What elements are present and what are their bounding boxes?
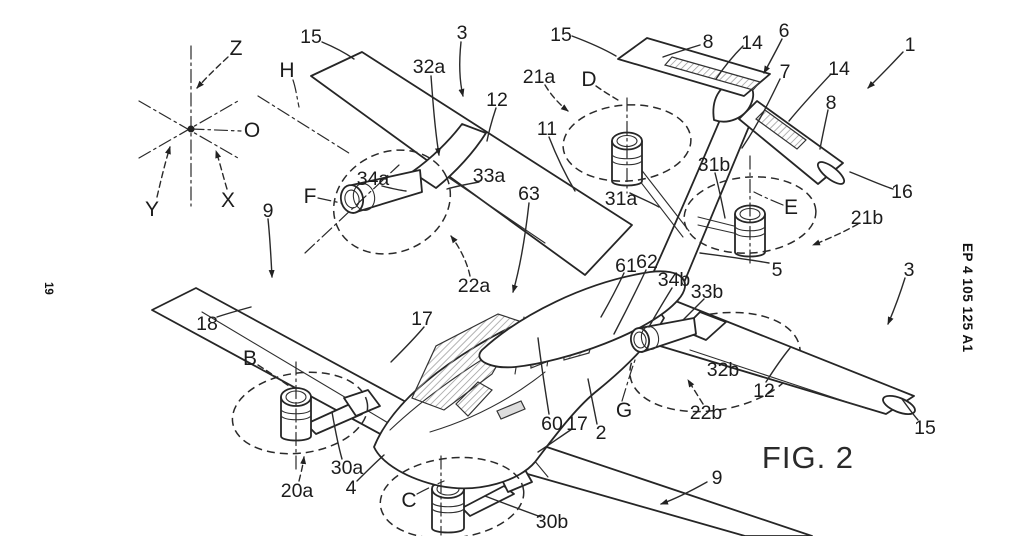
label-16: 16: [891, 181, 913, 203]
label-9-left: 9: [263, 200, 274, 222]
label-4: 4: [346, 477, 357, 499]
label-33b: 33b: [691, 281, 724, 303]
publication-number: EP 4 105 125 A1: [960, 243, 975, 353]
label-d: D: [581, 68, 596, 91]
axis-label-o: O: [244, 119, 260, 142]
label-15-left-wing-tip: 15: [300, 26, 322, 48]
label-2: 2: [596, 422, 607, 444]
label-c: C: [401, 489, 416, 512]
label-12-right: 12: [753, 380, 775, 402]
o-axis-line: [190, 128, 242, 132]
axis-rotor-f: [304, 164, 400, 254]
pylon-33a: [411, 123, 487, 189]
label-21b: 21b: [851, 207, 884, 229]
strut-31b: [697, 216, 739, 235]
elevator-right: [755, 109, 807, 150]
label-31b: 31b: [698, 154, 731, 176]
right-wing-aileron-line: [689, 349, 869, 410]
reference-labels: Z O Y X 15 H 32a 3 12 21a D 15 8 14 6 7 …: [145, 20, 936, 533]
label-18: 18: [196, 313, 218, 335]
label-22b: 22b: [690, 402, 723, 424]
label-3-right-wing: 3: [904, 259, 915, 281]
label-8-right: 8: [826, 92, 837, 114]
nacelle-g: [629, 311, 727, 353]
label-7: 7: [780, 61, 791, 83]
label-34b: 34b: [658, 269, 691, 291]
label-15-tailplane-left: 15: [550, 24, 572, 46]
label-21a: 21a: [523, 66, 556, 88]
label-17-left: 17: [411, 308, 433, 330]
label-63: 63: [518, 183, 540, 205]
label-12-left: 12: [486, 89, 508, 111]
label-g: G: [616, 399, 632, 422]
label-h: H: [279, 59, 294, 82]
label-5: 5: [772, 259, 783, 281]
label-14-left: 14: [741, 32, 763, 54]
label-60: 60: [541, 413, 563, 435]
label-30b: 30b: [536, 511, 569, 533]
rotor-discs: [231, 104, 817, 536]
h-reference-line: [257, 95, 353, 156]
label-17-right: 17: [566, 413, 588, 435]
rotor-disc-g: [629, 311, 801, 413]
tailplane-tip-right: [816, 161, 846, 185]
origin-point: [187, 125, 195, 133]
label-14-right: 14: [828, 58, 850, 80]
elevator-left: [663, 56, 762, 91]
label-9-right: 9: [712, 467, 723, 489]
step-panel: [496, 400, 526, 420]
label-62: 62: [636, 251, 658, 273]
coordinate-axes: [138, 45, 242, 207]
label-15-right-wing-tip: 15: [914, 417, 936, 439]
label-e: E: [784, 196, 798, 219]
axis-label-x: X: [221, 189, 235, 212]
horizontal-stabilizer: [617, 37, 846, 185]
reference-lines: [257, 95, 751, 536]
nacelle-f: [339, 123, 487, 214]
axis-label-y: Y: [145, 198, 159, 221]
label-6: 6: [779, 20, 790, 42]
label-32a: 32a: [413, 56, 446, 78]
label-11: 11: [537, 118, 557, 140]
right-wing: [639, 297, 916, 415]
rotor-disc-f: [332, 149, 452, 255]
label-33a: 33a: [473, 165, 506, 187]
axis-label-z: Z: [230, 37, 243, 60]
sill-line: [429, 371, 546, 433]
label-1: 1: [905, 34, 916, 56]
label-32b: 32b: [707, 359, 740, 381]
leader-lines: [216, 35, 919, 518]
label-34a: 34a: [357, 168, 390, 190]
label-61: 61: [615, 255, 637, 277]
label-20a: 20a: [281, 480, 314, 502]
lower-front-window: [455, 381, 493, 417]
label-31a: 31a: [605, 188, 638, 210]
page-number: 19: [42, 282, 54, 295]
rotor-arm-30a: [305, 389, 381, 435]
label-30a: 30a: [331, 457, 364, 479]
rotor-disc-e: [683, 176, 817, 254]
figure-caption: FIG. 2: [762, 440, 854, 475]
label-f: F: [304, 185, 317, 208]
rotor-disc-d: [562, 104, 692, 182]
label-8-left: 8: [703, 31, 714, 53]
label-3-left-wing: 3: [457, 22, 468, 44]
rotor-disc-b: [231, 371, 369, 455]
label-b: B: [243, 347, 257, 370]
label-22a: 22a: [458, 275, 491, 297]
rotor-disc-c: [379, 456, 525, 536]
